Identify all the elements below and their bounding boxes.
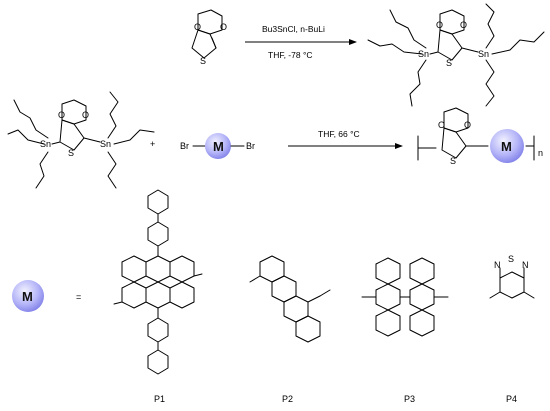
distannyl-edot-product — [367, 3, 545, 107]
br-left: Br — [180, 141, 189, 151]
br-right: Br — [246, 141, 255, 151]
monomer-circle-polymer — [490, 129, 524, 163]
monomer-label-legend: M — [22, 289, 33, 304]
reactant-o-right: O — [82, 110, 89, 120]
product1-s: S — [446, 58, 452, 68]
p4-n-left: N — [494, 260, 501, 270]
monomer-circle-reactant — [205, 133, 231, 159]
monomer-label-reactant: M — [213, 139, 224, 154]
equals-sign: = — [76, 292, 81, 302]
product1-sn-right: Sn — [478, 49, 489, 59]
reactant-sn-right: Sn — [100, 139, 111, 149]
reactant-sn-left: Sn — [40, 139, 51, 149]
structure-p2 — [249, 255, 331, 343]
monomer-circle-legend — [12, 280, 44, 312]
edot-s: S — [200, 56, 206, 66]
label-p3: P3 — [404, 394, 415, 404]
p4-s: S — [508, 254, 514, 264]
reactant-s: S — [68, 148, 74, 158]
polymer-o-left: O — [438, 120, 445, 130]
polymer-o-right: O — [464, 120, 471, 130]
distannyl-edot-reactant — [7, 91, 155, 189]
repeat-subscript-n: n — [538, 148, 543, 158]
label-p1: P1 — [154, 394, 165, 404]
label-p2: P2 — [282, 394, 293, 404]
polymer-s: S — [450, 156, 456, 166]
monomer-label-polymer: M — [501, 139, 512, 154]
product1-sn-left: Sn — [418, 49, 429, 59]
p4-n-right: N — [522, 260, 529, 270]
edot-o-left: O — [194, 22, 201, 32]
label-p4: P4 — [506, 394, 517, 404]
product1-o-left: O — [436, 20, 443, 30]
product1-o-right: O — [460, 20, 467, 30]
structure-p4 — [489, 267, 535, 299]
edot-o-right: O — [220, 22, 227, 32]
reagent-thf-66: THF, 66 °C — [318, 129, 360, 139]
reagent-thf-minus78: THF, -78 °C — [268, 50, 313, 60]
reagent-bu3sncl: Bu3SnCl, n-BuLi — [262, 24, 325, 34]
plus-sign: + — [150, 139, 155, 149]
structure-p1 — [113, 189, 203, 375]
structure-p3 — [361, 257, 449, 337]
edot-molecule — [191, 9, 223, 59]
reactant-o-left: O — [58, 110, 65, 120]
polymer-product — [417, 107, 535, 161]
